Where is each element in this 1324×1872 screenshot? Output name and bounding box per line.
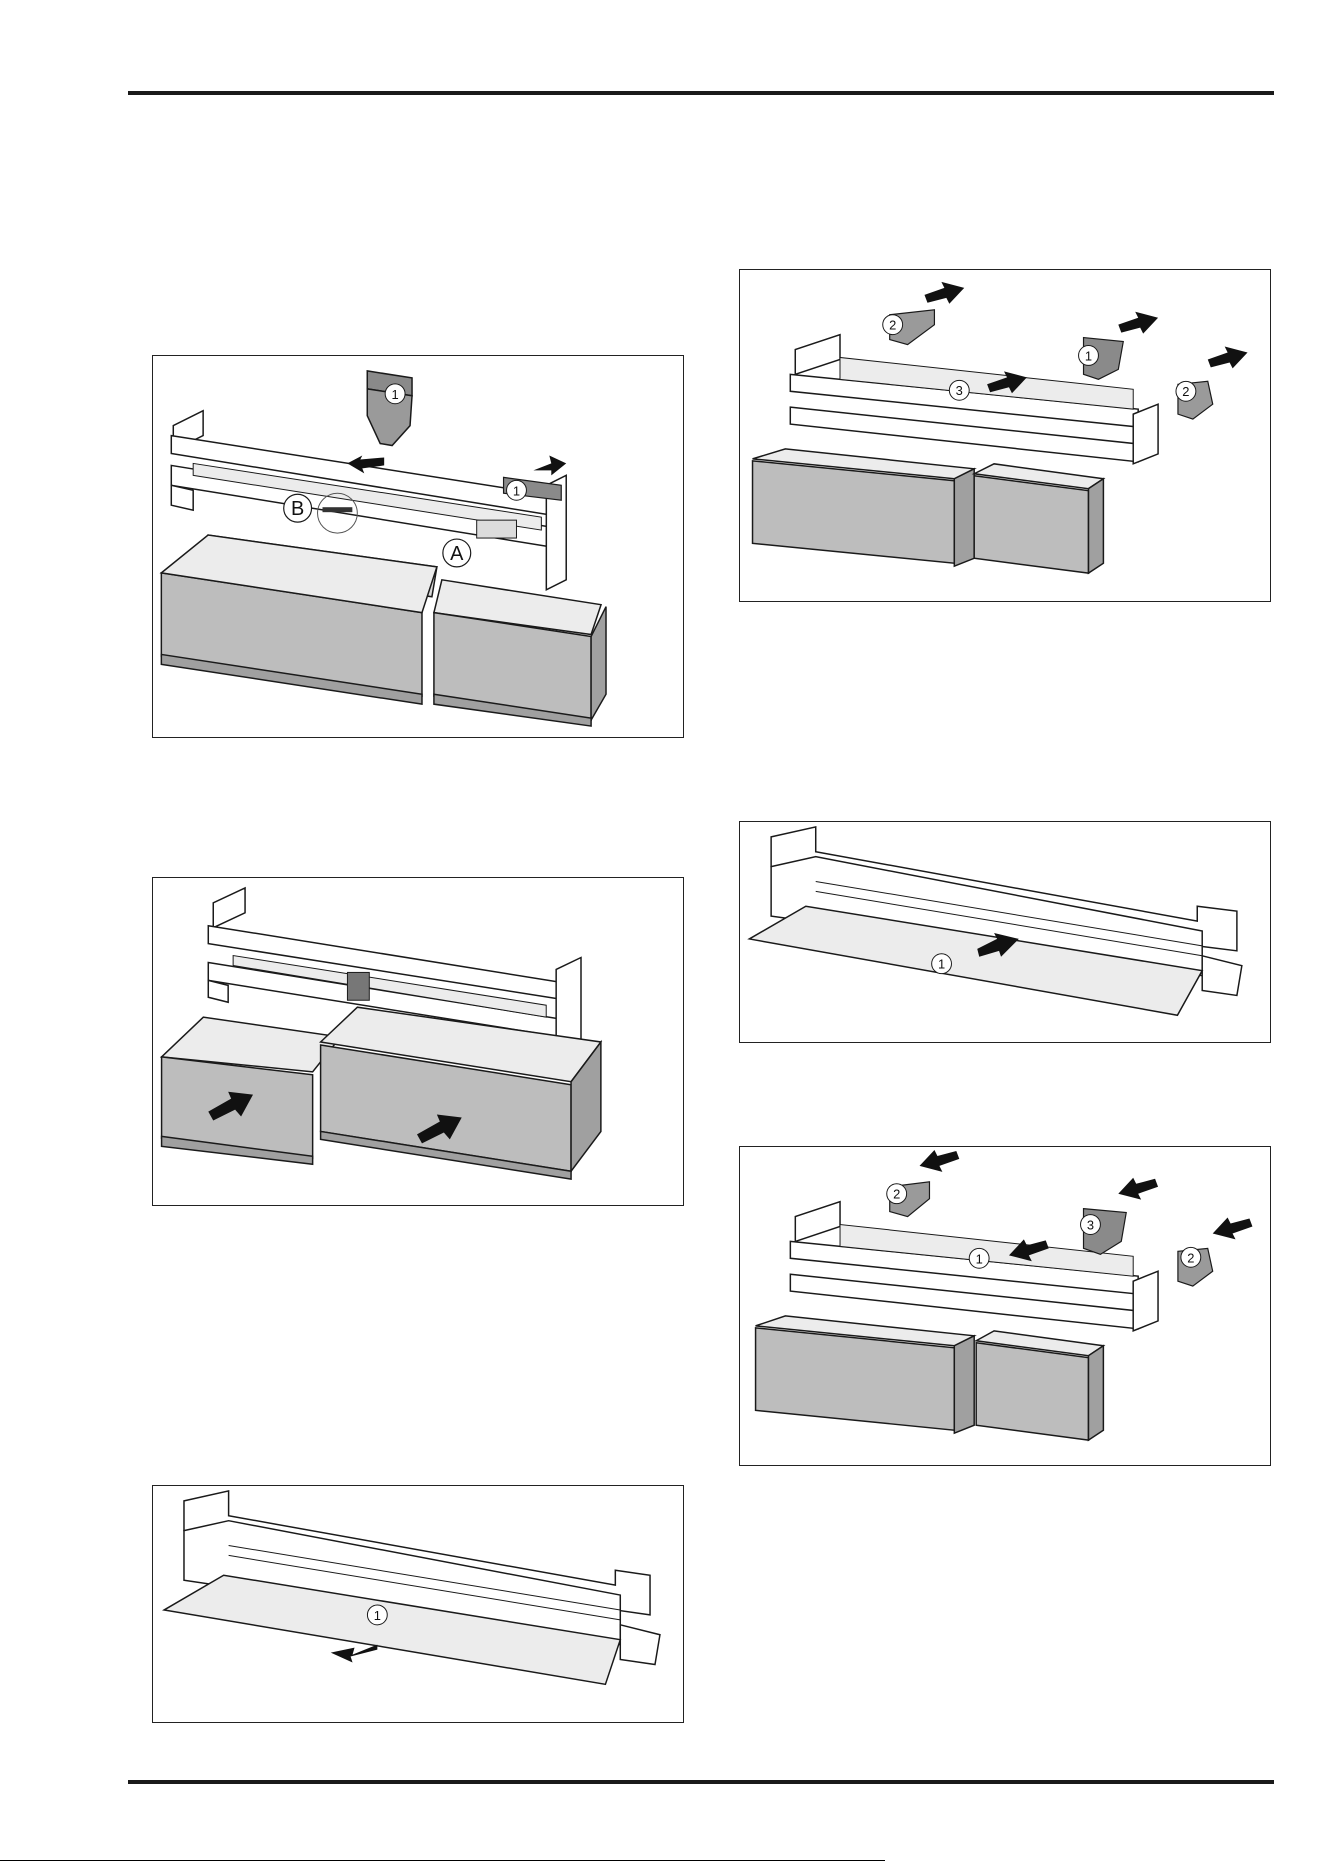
callout-3: 3 <box>1087 1217 1094 1232</box>
figure-right-1: 2 1 3 2 <box>739 269 1271 602</box>
figure-left-1: 1 1 B A <box>152 355 684 738</box>
callout-2-left: 2 <box>893 1187 900 1202</box>
figure-left-2 <box>152 877 684 1206</box>
callout-1: 1 <box>976 1251 983 1266</box>
callout-1: 1 <box>1085 348 1092 363</box>
callout-2-right: 2 <box>1182 384 1189 399</box>
figure-right-2-drawing: 1 <box>740 822 1270 1042</box>
callout-1-top: 1 <box>392 387 399 402</box>
callout-2-right: 2 <box>1187 1250 1194 1265</box>
callout-B: B <box>291 498 304 520</box>
figure-right-3: 2 3 1 2 <box>739 1146 1271 1466</box>
footer-rule <box>128 1780 1274 1784</box>
callout-1: 1 <box>374 1608 381 1623</box>
figure-left-3-drawing: 1 <box>153 1486 683 1722</box>
figure-right-3-drawing: 2 3 1 2 <box>740 1147 1270 1465</box>
figure-left-1-drawing: 1 1 B A <box>153 356 683 737</box>
footnote-rule <box>0 1860 885 1861</box>
callout-2-left: 2 <box>889 318 896 333</box>
header-rule <box>128 91 1274 95</box>
callout-3: 3 <box>956 383 963 398</box>
figure-left-3: 1 <box>152 1485 684 1723</box>
callout-1-right: 1 <box>513 483 520 498</box>
figure-right-2: 1 <box>739 821 1271 1043</box>
callout-A: A <box>450 543 464 565</box>
figure-left-2-drawing <box>153 878 683 1205</box>
callout-1: 1 <box>938 957 945 972</box>
figure-right-1-drawing: 2 1 3 2 <box>740 270 1270 601</box>
